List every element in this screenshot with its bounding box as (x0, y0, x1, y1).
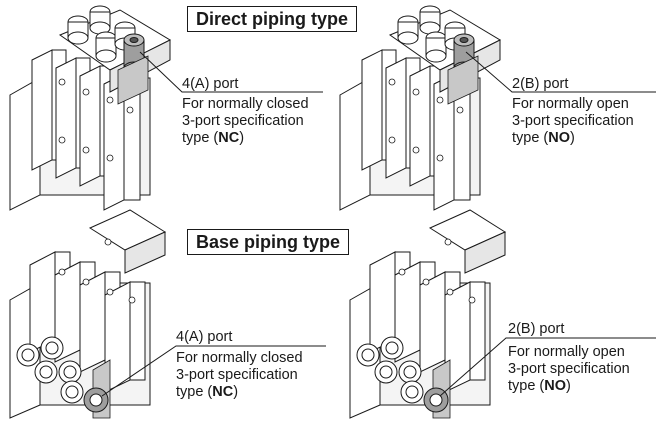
direct-piping-nc-illustration (9, 5, 323, 211)
no-badge: NO (544, 378, 567, 394)
direct-piping-no-illustration (339, 5, 656, 211)
port-label-2b-base: 2(B) port (508, 321, 565, 337)
callout-description-no-base: For normally open 3-port specification t… (508, 344, 630, 394)
direct-piping-title: Direct piping type (187, 6, 358, 32)
nc-badge: NC (212, 384, 234, 400)
port-label-2b-direct: 2(B) port (512, 76, 569, 92)
no-badge: NO (548, 130, 571, 146)
callout-description-nc-base: For normally closed 3-port specification… (176, 350, 303, 400)
port-label-4a-direct: 4(A) port (182, 76, 239, 92)
callout-description-no-direct: For normally open 3-port specification t… (512, 96, 634, 146)
base-piping-nc-illustration (9, 209, 326, 419)
callout-description-nc-direct: For normally closed 3-port specification… (182, 96, 309, 146)
base-piping-title: Base piping type (187, 229, 350, 255)
base-piping-no-illustration (349, 209, 656, 419)
nc-badge: NC (218, 130, 240, 146)
port-label-4a-base: 4(A) port (176, 329, 233, 345)
